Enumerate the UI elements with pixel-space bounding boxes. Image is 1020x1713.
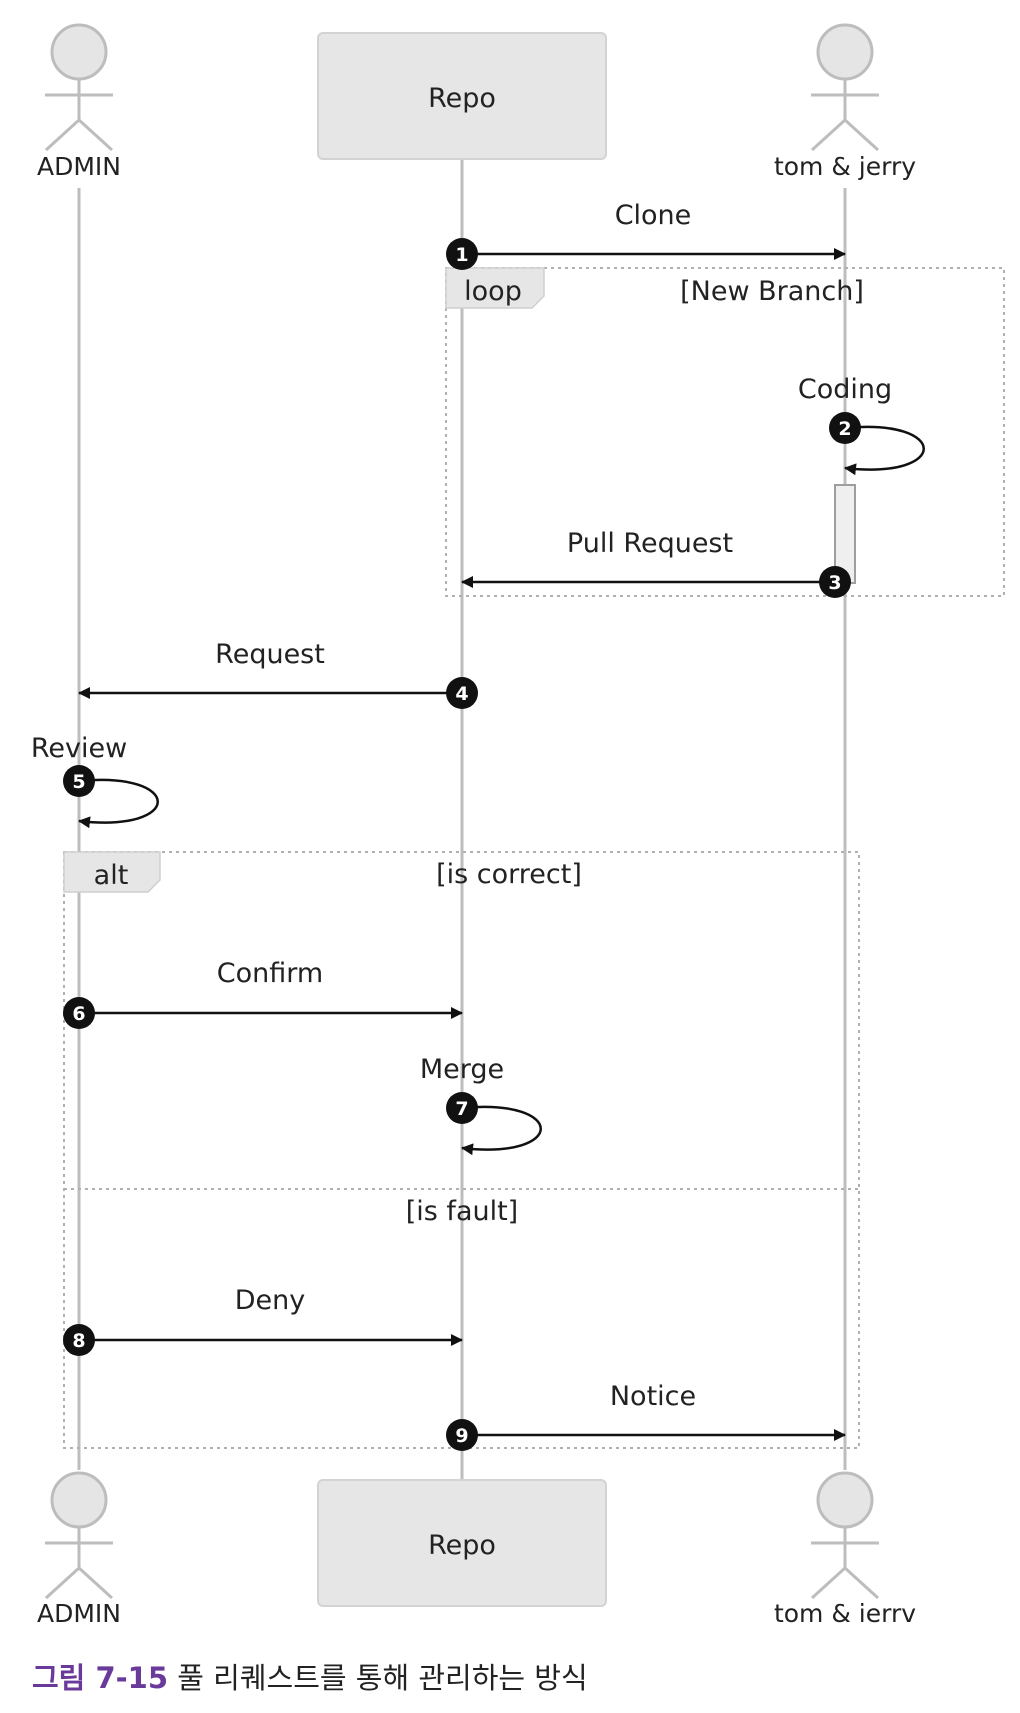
frame-condition: [is correct] (436, 859, 582, 890)
stick-figure-icon (44, 23, 114, 152)
participant-repo-bottom: Repo (317, 1479, 607, 1607)
stick-figure-icon (810, 1471, 880, 1600)
message-coding: Coding 2 (798, 374, 925, 476)
message-label: Coding (798, 374, 892, 405)
participant-label: Repo (428, 1530, 496, 1561)
actor-admin-top: ADMIN (37, 23, 121, 181)
message-review: Review 5 (31, 733, 159, 829)
frame-condition: [New Branch] (680, 276, 864, 307)
actor-tom-top: tom & jerry (774, 23, 916, 181)
sequence-number: 3 (828, 572, 841, 594)
frame-tag: alt (94, 860, 129, 891)
participant-label: Repo (428, 83, 496, 114)
sequence-number: 9 (455, 1425, 468, 1447)
actor-tom-bottom: tom & ierrv (774, 1471, 916, 1628)
sequence-number: 6 (72, 1003, 85, 1025)
message-clone: Clone 1 (446, 200, 846, 270)
message-deny: Deny 8 (63, 1285, 463, 1356)
sequence-number: 7 (455, 1098, 468, 1120)
message-label: Clone (615, 200, 692, 231)
message-merge: Merge 7 (420, 1054, 542, 1156)
message-label: Confirm (217, 958, 323, 989)
figure-caption: 그림 7-15 풀 리퀘스트를 통해 관리하는 방식 (32, 1655, 588, 1697)
actor-label: tom & jerry (774, 152, 916, 181)
stick-figure-icon (44, 1471, 114, 1600)
actor-label: tom & ierrv (774, 1599, 916, 1628)
actor-label: ADMIN (37, 1599, 121, 1628)
message-label: Pull Request (567, 528, 733, 559)
actor-label: ADMIN (37, 152, 121, 181)
caption-text: 풀 리퀘스트를 통해 관리하는 방식 (168, 1661, 588, 1695)
message-request: Request 4 (78, 639, 478, 709)
alt-frame: alt [is correct] [is fault] (63, 851, 860, 1449)
message-label: Merge (420, 1054, 504, 1085)
message-label: Deny (235, 1285, 306, 1316)
message-notice: Notice 9 (446, 1381, 846, 1451)
loop-frame: loop [New Branch] (445, 267, 1005, 597)
message-label: Request (215, 639, 325, 670)
message-pull-request: Pull Request 3 (461, 528, 851, 598)
sequence-number: 4 (455, 683, 468, 705)
actor-admin-bottom: ADMIN (37, 1471, 121, 1628)
message-label: Notice (610, 1381, 696, 1412)
frame-tag: loop (464, 276, 522, 307)
sequence-diagram: ADMIN Repo tom & jerry loop [New Branch]… (31, 23, 1005, 1628)
sequence-number: 8 (72, 1330, 85, 1352)
figure-number: 그림 7-15 (32, 1661, 169, 1695)
else-condition: [is fault] (406, 1196, 518, 1227)
sequence-number: 2 (838, 418, 851, 440)
stick-figure-icon (810, 23, 880, 152)
sequence-number: 1 (455, 244, 468, 266)
message-label: Review (31, 733, 127, 764)
participant-repo-top: Repo (317, 32, 607, 160)
message-confirm: Confirm 6 (63, 958, 463, 1029)
sequence-number: 5 (72, 771, 85, 793)
